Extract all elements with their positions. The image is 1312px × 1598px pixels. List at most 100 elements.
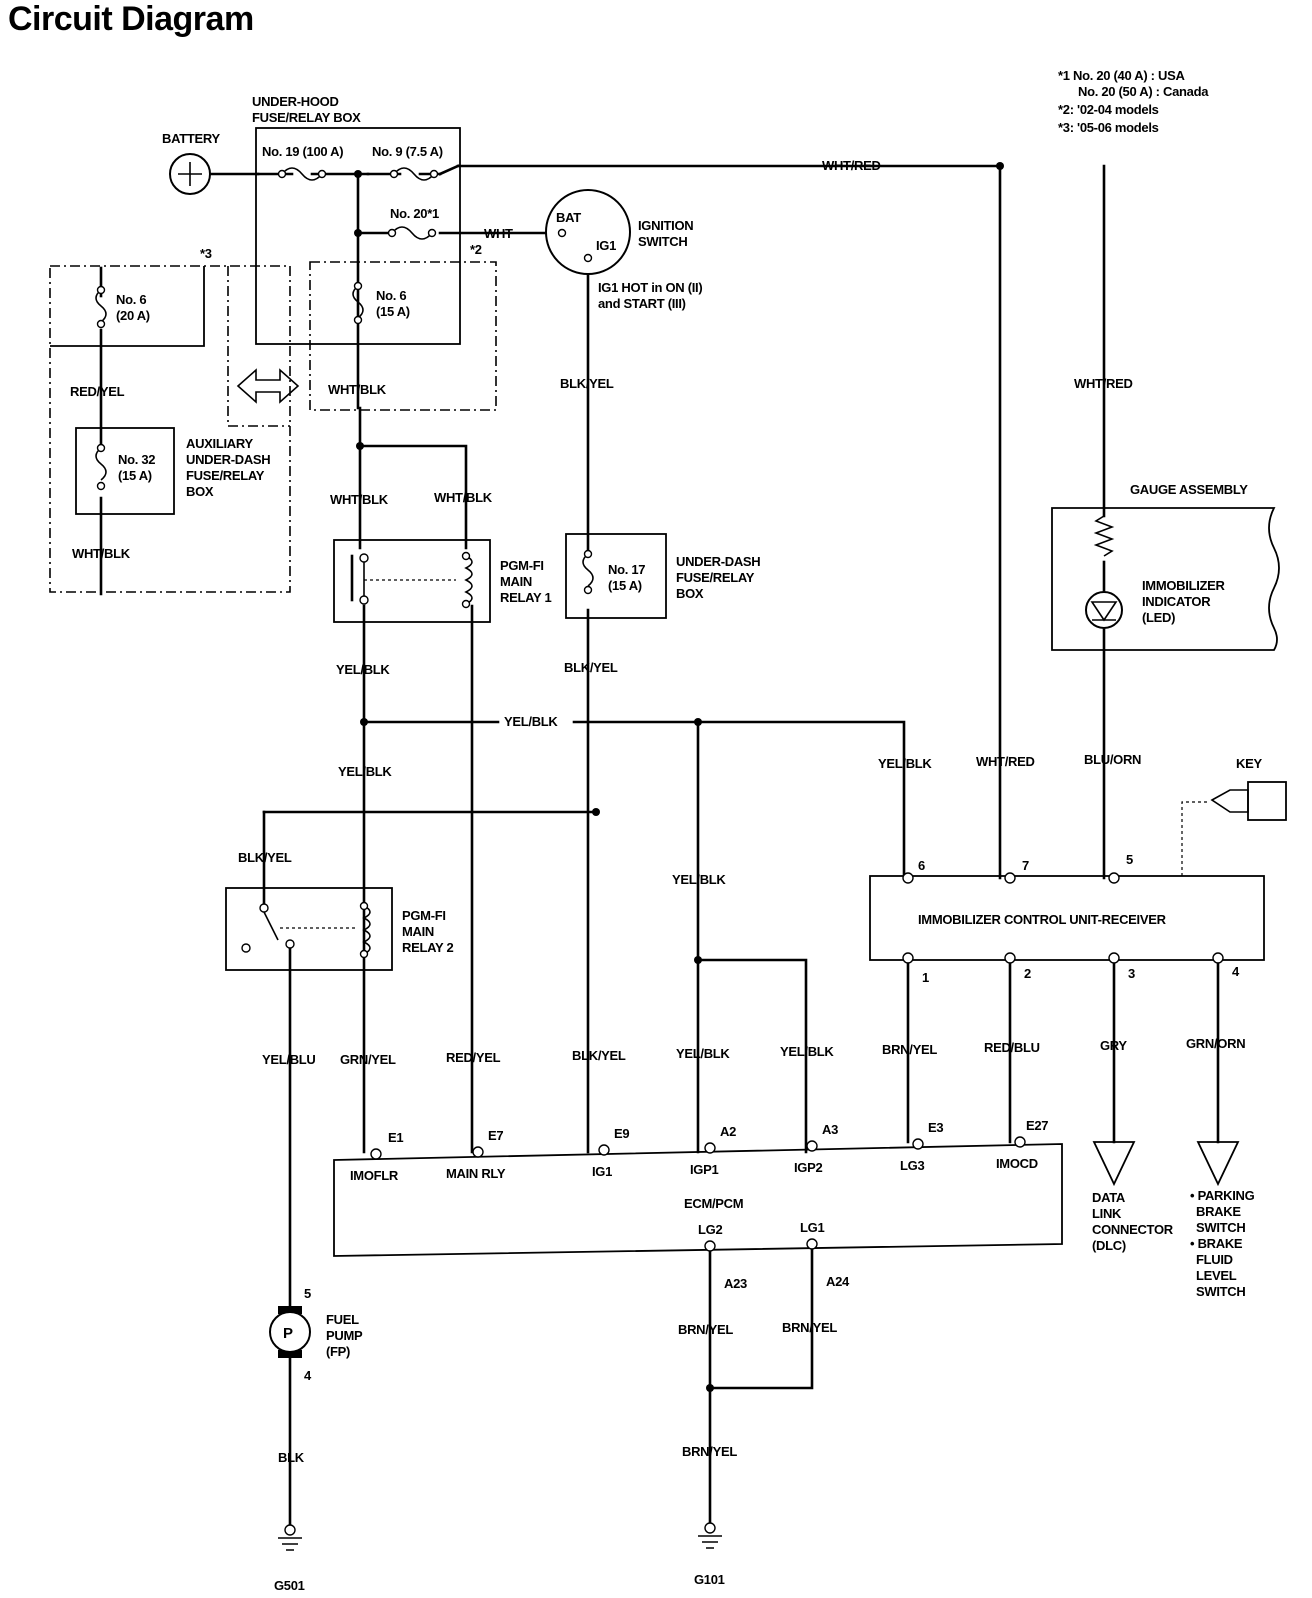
svg-text:BLK/YEL: BLK/YEL [560,376,614,391]
svg-text:1: 1 [922,970,929,985]
svg-text:(LED): (LED) [1142,610,1175,625]
svg-text:WHT: WHT [484,226,513,241]
svg-text:BRN/YEL: BRN/YEL [782,1320,837,1335]
svg-text:BRN/YEL: BRN/YEL [678,1322,733,1337]
svg-text:BLK/YEL: BLK/YEL [564,660,618,675]
double-arrow-icon [236,368,300,404]
svg-text:BOX: BOX [676,586,704,601]
svg-text:WHT/BLK: WHT/BLK [72,546,131,561]
svg-text:E3: E3 [928,1120,943,1135]
svg-text:IMOCD: IMOCD [996,1156,1038,1171]
svg-text:No. 6: No. 6 [376,288,406,303]
svg-text:3: 3 [1128,966,1135,981]
svg-text:PUMP: PUMP [326,1328,363,1343]
svg-text:IMOFLR: IMOFLR [350,1168,399,1183]
svg-text:BLK/YEL: BLK/YEL [572,1048,626,1063]
svg-text:FUSE/RELAY BOX: FUSE/RELAY BOX [252,110,361,125]
svg-text:FUSE/RELAY: FUSE/RELAY [676,570,755,585]
fuse-19-label: No. 19 (100 A) [262,144,343,159]
svg-text:AUXILIARY: AUXILIARY [186,436,254,451]
svg-text:YEL/BLK: YEL/BLK [672,872,726,887]
svg-text:(FP): (FP) [326,1344,350,1359]
svg-text:YEL/BLK: YEL/BLK [878,756,932,771]
svg-text:YEL/BLK: YEL/BLK [676,1046,730,1061]
svg-text:YEL/BLK: YEL/BLK [780,1044,834,1059]
svg-text:GRY: GRY [1100,1038,1127,1053]
svg-text:BLU/ORN: BLU/ORN [1084,752,1141,767]
gauge-assembly: GAUGE ASSEMBLY IMMOBILIZER INDICATOR (LE… [1051,482,1280,651]
svg-text:(15 A): (15 A) [118,468,152,483]
svg-text:(20 A): (20 A) [116,308,150,323]
svg-text:WHT/RED: WHT/RED [822,158,881,173]
svg-text:E9: E9 [614,1126,629,1141]
svg-text:MAIN: MAIN [500,574,532,589]
svg-text:UNDER-DASH: UNDER-DASH [186,452,270,467]
svg-text:*3: '05-06 models: *3: '05-06 models [1058,120,1159,135]
key-icon [1210,789,1249,813]
svg-text:YEL/BLU: YEL/BLU [262,1052,316,1067]
svg-text:CONNECTOR: CONNECTOR [1092,1222,1174,1237]
svg-text:6: 6 [918,858,925,873]
svg-text:PGM-FI: PGM-FI [500,558,544,573]
svg-text:IG1: IG1 [596,238,616,253]
dlc: DATA LINK CONNECTOR (DLC) [1092,1141,1174,1253]
svg-text:RELAY 1: RELAY 1 [500,590,551,605]
svg-text:LINK: LINK [1092,1206,1122,1221]
junctions [354,162,1004,1392]
pump-icon: P [283,1325,293,1342]
svg-text:RED/BLU: RED/BLU [984,1040,1040,1055]
svg-text:No. 20 (50 A) : Canada: No. 20 (50 A) : Canada [1078,84,1209,99]
svg-text:IGP2: IGP2 [794,1160,822,1175]
svg-text:LG2: LG2 [698,1222,722,1237]
svg-text:BRAKE: BRAKE [1196,1204,1241,1219]
under-dash-fuse-box: No. 17 (15 A) UNDER-DASH FUSE/RELAY BOX [565,533,761,619]
svg-text:IG1 HOT in ON (II): IG1 HOT in ON (II) [598,280,702,295]
svg-text:G101: G101 [694,1572,725,1587]
svg-text:WHT/BLK: WHT/BLK [434,490,493,505]
svg-text:E27: E27 [1026,1118,1048,1133]
svg-text:E1: E1 [388,1130,403,1145]
svg-text:DATA: DATA [1092,1190,1126,1205]
svg-text:UNDER-DASH: UNDER-DASH [676,554,760,569]
svg-text:(DLC): (DLC) [1092,1238,1126,1253]
svg-text:4: 4 [1232,964,1240,979]
svg-text:*3: *3 [200,246,212,261]
immobilizer-unit: IMMOBILIZER CONTROL UNIT-RECEIVER 6 7 5 … [869,852,1265,985]
fuel-pump: P 5 4 FUEL PUMP (FP) [269,1286,363,1383]
svg-text:YEL/BLK: YEL/BLK [336,662,390,677]
resistor-icon [1093,515,1115,557]
immobilizer-label: IMMOBILIZER CONTROL UNIT-RECEIVER [918,912,1167,927]
svg-text:LG3: LG3 [900,1158,924,1173]
svg-text:A23: A23 [724,1276,747,1291]
ground-g501: G501 [274,1524,305,1593]
svg-text:G501: G501 [274,1578,305,1593]
svg-text:A3: A3 [822,1122,838,1137]
fuse-box-02-04: *2 No. 6 (15 A) [309,242,497,411]
svg-text:WHT/RED: WHT/RED [1074,376,1133,391]
svg-text:WHT/BLK: WHT/BLK [328,382,387,397]
svg-text:LEVEL: LEVEL [1196,1268,1237,1283]
svg-text:• BRAKE: • BRAKE [1190,1236,1243,1251]
svg-text:5: 5 [1126,852,1133,867]
battery: BATTERY [162,131,221,195]
ignition-switch: BAT IG1 IGNITION SWITCH IG1 HOT in ON (I… [545,189,703,311]
svg-text:IMMOBILIZER: IMMOBILIZER [1142,578,1226,593]
svg-text:(15 A): (15 A) [376,304,410,319]
svg-text:SWITCH: SWITCH [638,234,687,249]
fuse-9-label: No. 9 (7.5 A) [372,144,443,159]
svg-text:BLK: BLK [278,1450,305,1465]
svg-text:INDICATOR: INDICATOR [1142,594,1211,609]
svg-text:KEY: KEY [1236,756,1262,771]
svg-text:BLK/YEL: BLK/YEL [238,850,292,865]
svg-text:BRN/YEL: BRN/YEL [682,1444,737,1459]
svg-text:(15 A): (15 A) [608,578,642,593]
svg-text:MAIN: MAIN [402,924,434,939]
page-title: Circuit Diagram [8,0,254,38]
svg-text:RELAY 2: RELAY 2 [402,940,453,955]
svg-text:SWITCH: SWITCH [1196,1220,1245,1235]
svg-text:• PARKING: • PARKING [1190,1188,1255,1203]
svg-text:IGP1: IGP1 [690,1162,718,1177]
svg-text:YEL/BLK: YEL/BLK [338,764,392,779]
wire-labels: WHT/RED WHT WHT/BLK RED/YEL WHT/BLK BLK/… [70,158,1246,1465]
